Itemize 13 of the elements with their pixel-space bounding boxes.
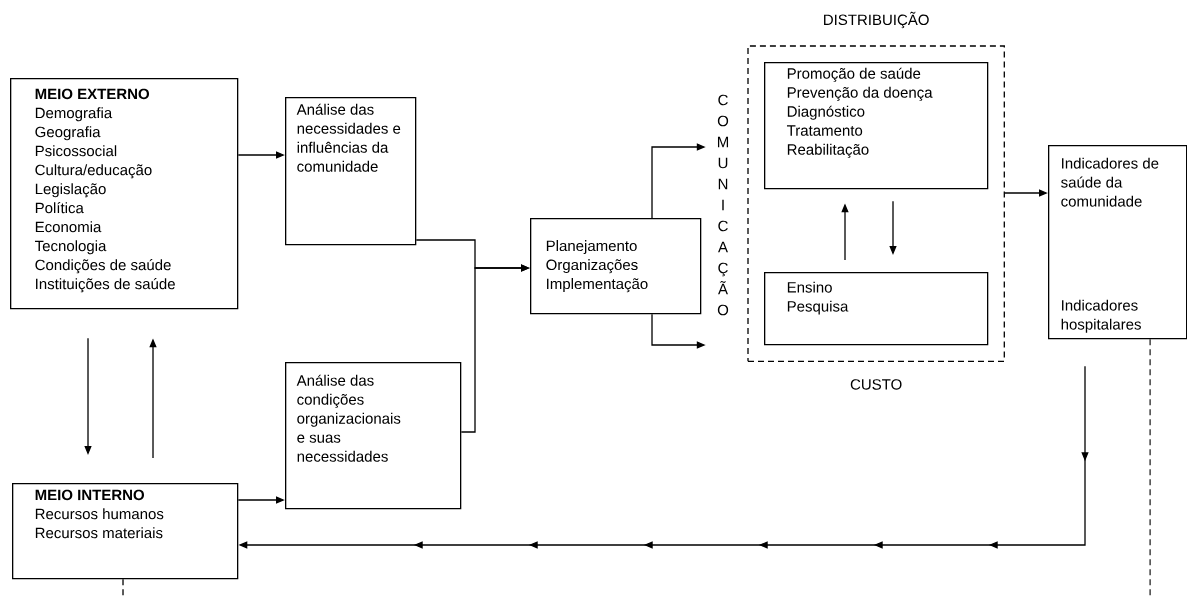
- vertical-text: COMUNICAÇÃO: [717, 94, 729, 316]
- dashed-line: [122, 578, 124, 596]
- process-box: Análise das condições organizacionais e suas necessidades: [285, 362, 462, 510]
- node-label: DISTRIBUIÇÃO: [824, 11, 929, 29]
- process-box: Promoção de saúde Prevenção da doença Diagnóstico Tratamento Reabilitação: [764, 62, 989, 190]
- process-box: Análise das necessidades e influências da comunidade: [285, 97, 417, 246]
- process-box: Planejamento Organizações Implementação: [530, 218, 702, 315]
- process-box: Indicadores de saúde da comunidade Indicadores hospitalares: [1048, 145, 1187, 340]
- process-box: MEIO EXTERNO Demografia Geografia Psicossocial Cultura/educação Legislação Política Economia Tecnologia Condições de saúde Instituições de saúde: [10, 78, 239, 310]
- node-label: CUSTO: [850, 379, 902, 390]
- dashed-line: [1149, 338, 1151, 596]
- process-box: MEIO INTERNO Recursos humanos Recursos materiais: [12, 483, 239, 580]
- process-box: Ensino Pesquisa: [764, 272, 989, 346]
